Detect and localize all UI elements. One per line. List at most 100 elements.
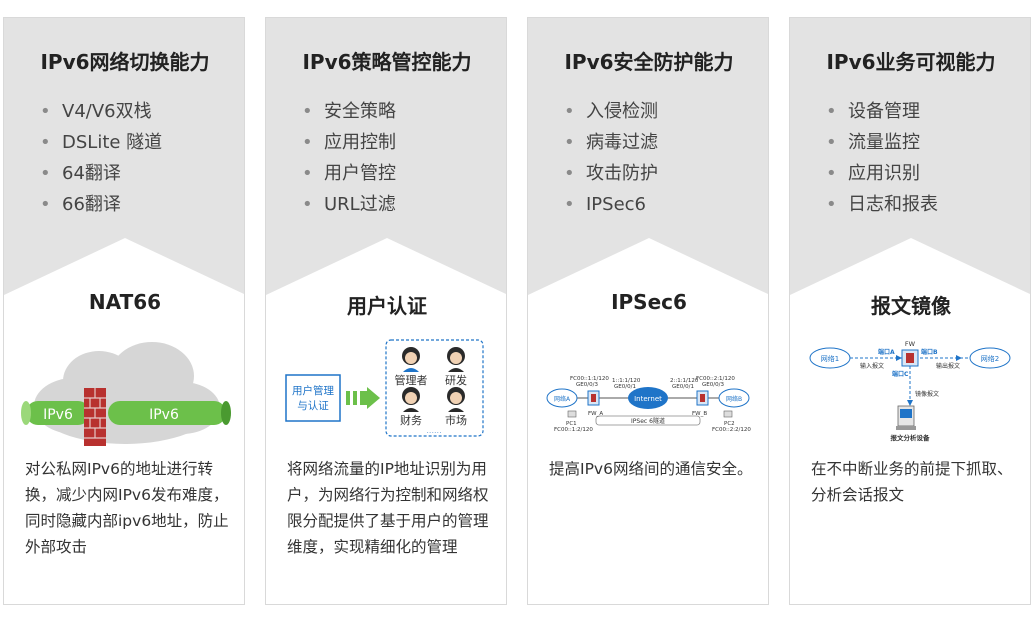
bullet-icon: • (302, 132, 313, 153)
bullet-icon: • (564, 132, 575, 153)
list-item: •DSLite 隧道 (4, 127, 162, 158)
bullet-icon: • (564, 163, 575, 184)
feature-list: •设备管理 •流量监控 •应用识别 •日志和报表 (790, 96, 938, 220)
bullet-icon: • (40, 163, 51, 184)
list-item: •应用识别 (790, 158, 938, 189)
cloud-icon (34, 342, 220, 444)
pc2-addr: FC00::2:2/120 (712, 427, 751, 433)
list-item: •安全策略 (266, 96, 396, 127)
bullet-icon: • (826, 132, 837, 153)
packet-mirror-diagram: 网络1 网络2 FW 端口A 端口B 端口C 输入报文 输出报文 镜像报文 报文… (809, 340, 1011, 442)
left-pipe (26, 401, 90, 425)
list-item: •设备管理 (790, 96, 938, 127)
card-header-area (266, 18, 506, 306)
internet-label: Internet (634, 395, 662, 403)
ipsec6-topology-diagram: IPSec 6隧道 网络A 网络B Internet FC00: (546, 376, 751, 433)
card-title: IPv6安全防护能力 (564, 50, 734, 74)
card-header-area (4, 18, 244, 306)
feature-subtitle: 报文镜像 (871, 294, 951, 318)
card-visibility: IPv6业务可视能力 •设备管理 •流量监控 •应用识别 •日志和报表 报文镜像… (789, 17, 1031, 605)
nat66-illustration: IPv6 IPv6 (4, 336, 244, 448)
header-chevron-bg (266, 18, 506, 295)
bullet-icon: • (40, 101, 51, 122)
fw-b-label: FW_B (692, 411, 707, 417)
pc1-addr: FC00::1:2/120 (554, 427, 593, 433)
fw-a-port: GE0/0/3 (576, 382, 598, 388)
card-security-protection: IPv6安全防护能力 •入侵检测 •病毒过滤 •攻击防护 •IPSec6 IPS… (527, 17, 769, 605)
net1-label: 网络1 (821, 354, 839, 363)
user-auth-illustration: 用户管理 与认证 (266, 336, 506, 448)
bullet-icon: • (302, 194, 313, 215)
header-chevron-bg (790, 18, 1030, 295)
feature-subtitle: IPSec6 (611, 290, 687, 314)
pc2-label: PC2 (724, 421, 735, 427)
fw-a-addr: FC00::1:1/120 (570, 376, 609, 382)
role-label: 管理者 (395, 373, 428, 387)
bullet-icon: • (826, 194, 837, 215)
role-label: 研发 (445, 373, 467, 387)
manager-avatar-icon (402, 347, 420, 372)
bullet-icon: • (826, 163, 837, 184)
fw-b-addr: FC00::2:1/120 (696, 376, 735, 382)
port-a-label: 端口A (878, 348, 895, 356)
card-header-area (790, 18, 1030, 306)
feature-subtitle: NAT66 (88, 290, 162, 314)
bullet-icon: • (826, 101, 837, 122)
network-b-cloud-icon (718, 388, 750, 408)
card-description: 在不中断业务的前提下抓取、分析会话报文 (811, 460, 1013, 504)
net-a-label: 网络A (554, 395, 571, 403)
card-title: IPv6策略管控能力 (302, 50, 472, 74)
rnd-avatar-icon (447, 347, 465, 372)
analyzer-device-icon (896, 405, 916, 430)
more-dots: ...... (426, 426, 441, 435)
finance-avatar-icon (402, 387, 420, 412)
port-c-label: 端口C (892, 370, 909, 378)
ipsec6-illustration: IPSec 6隧道 网络A 网络B Internet FC00: (528, 336, 768, 448)
list-item: •应用控制 (266, 127, 396, 158)
pc1-label: PC1 (566, 421, 577, 427)
market-avatar-icon (447, 387, 465, 412)
auth-box (285, 374, 341, 422)
left-pipe-label: IPv6 (43, 407, 73, 423)
fw-b-port: GE0/0/3 (702, 382, 724, 388)
in-packet-label: 输入报文 (860, 362, 884, 370)
port-b-label: 端口B (921, 348, 938, 356)
card-description: 将网络流量的IP地址识别为用户，为网络行为控制和网络权限分配提供了基于用户的管理… (287, 460, 489, 556)
list-item: •IPSec6 (528, 189, 658, 220)
network1-cloud-icon (809, 347, 851, 369)
tunnel-bar (595, 415, 701, 426)
feature-subtitle: 用户认证 (347, 294, 427, 318)
card-policy-control: IPv6策略管控能力 •安全策略 •应用控制 •用户管控 •URL过滤 用户认证… (265, 17, 507, 605)
mirror-illustration: 网络1 网络2 FW 端口A 端口B 端口C 输入报文 输出报文 镜像报文 报文… (790, 336, 1030, 448)
bullet-icon: • (564, 101, 575, 122)
network2-cloud-icon (969, 347, 1011, 369)
list-item: •64翻译 (4, 158, 162, 189)
card-description: 提高IPv6网络间的通信安全。 (549, 460, 753, 478)
role-label: 财务 (400, 413, 422, 427)
tunnel-label: IPSec 6隧道 (631, 417, 665, 425)
net-b-label: 网络B (726, 395, 742, 403)
mirror-packet-label: 镜像报文 (915, 390, 939, 398)
pc2-icon (723, 410, 733, 418)
list-item: •用户管控 (266, 158, 396, 189)
list-item: •入侵检测 (528, 96, 658, 127)
mid-a-port: GE0/0/1 (614, 384, 636, 390)
pc1-icon (567, 410, 577, 418)
list-item: •URL过滤 (266, 189, 396, 220)
bullet-icon: • (40, 194, 51, 215)
firewall-icon (84, 388, 106, 446)
auth-box-label-line2: 与认证 (297, 399, 329, 412)
cloud-firewall-diagram: IPv6 IPv6 (21, 342, 231, 446)
mid-a-addr: 1::1:1/120 (612, 378, 641, 384)
out-packet-label: 输出报文 (936, 362, 960, 370)
analyzer-label: 报文分析设备 (891, 433, 931, 442)
bullet-icon: • (40, 132, 51, 153)
fw-a-label: FW_A (588, 411, 603, 417)
list-item: •攻击防护 (528, 158, 658, 189)
right-pipe (108, 401, 226, 425)
card-title: IPv6业务可视能力 (826, 50, 996, 74)
list-item: •V4/V6双栈 (4, 96, 162, 127)
auth-box-label-line1: 用户管理 (292, 384, 334, 397)
list-item: •病毒过滤 (528, 127, 658, 158)
header-chevron-bg (528, 18, 768, 295)
